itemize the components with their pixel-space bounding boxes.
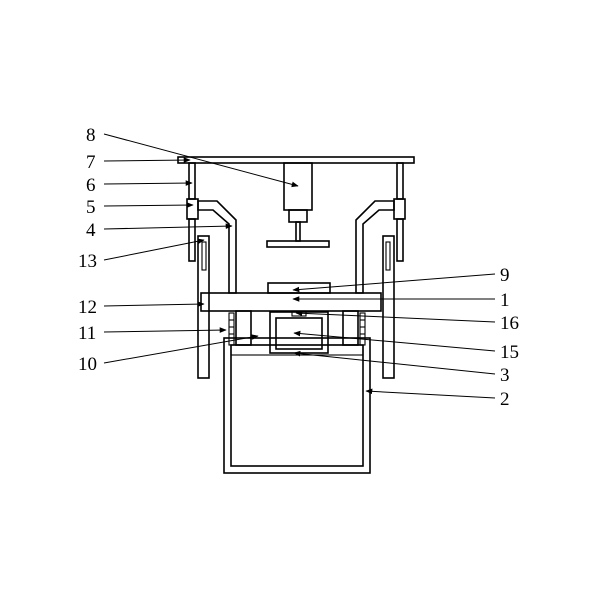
leader-15 [293,330,496,352]
left-rod-assembly [186,162,199,262]
label-11: 11 [78,323,96,344]
springs [228,312,366,346]
left-bent-arm [197,200,237,294]
leader-lines [103,133,496,399]
label-1: 1 [500,290,510,311]
leader-6 [103,180,193,186]
number-labels: 8 7 6 5 4 13 12 11 10 9 1 16 15 3 2 [78,125,519,410]
left-outer-guide [197,235,210,379]
label-13: 13 [78,251,97,272]
label-7: 7 [86,152,96,173]
die-block [267,282,331,294]
center-column [269,310,329,354]
leader-3 [293,350,496,375]
label-8: 8 [86,125,96,146]
label-12: 12 [78,297,97,318]
label-16: 16 [500,313,519,334]
top-plate [177,156,415,164]
label-3: 3 [500,365,510,386]
leader-13 [103,238,205,261]
leader-5 [103,202,194,208]
leader-4 [103,223,233,230]
label-6: 6 [86,175,96,196]
label-10: 10 [78,354,97,375]
right-rod-assembly [393,162,406,262]
leader-7 [103,157,191,163]
label-4: 4 [86,220,96,241]
right-outer-guide [382,235,395,379]
leader-9 [292,273,496,293]
label-5: 5 [86,197,96,218]
leader-12 [103,301,205,307]
work-table [200,292,382,312]
leader-8 [103,133,299,188]
right-bent-arm [355,200,395,294]
leader-10 [103,334,259,364]
press-cylinder [266,162,330,248]
leader-2 [365,388,496,399]
label-15: 15 [500,342,519,363]
label-2: 2 [500,389,510,410]
leader-11 [103,327,227,333]
label-9: 9 [500,265,510,286]
leader-16 [295,310,496,323]
